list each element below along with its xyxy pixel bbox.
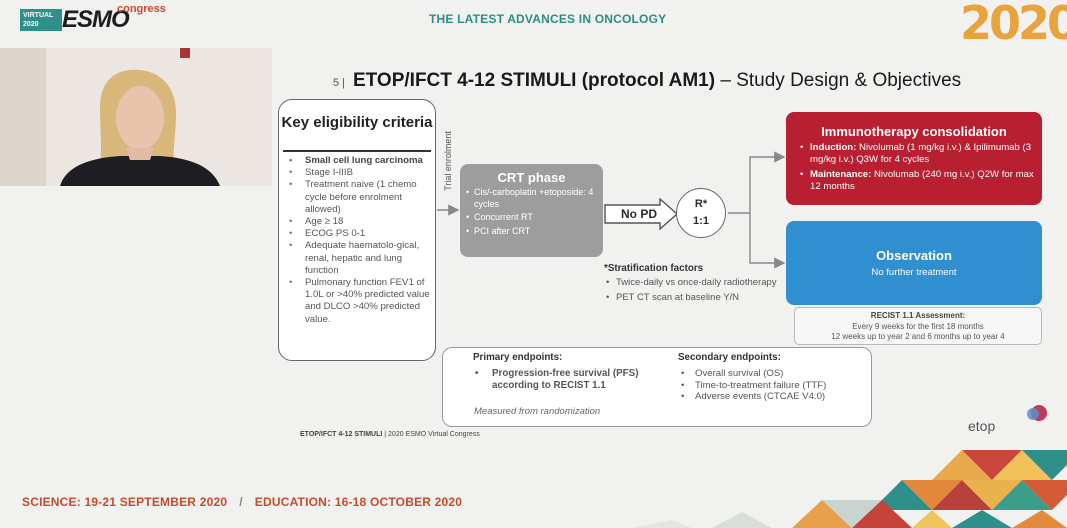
etop-wordmark: etop bbox=[968, 418, 996, 434]
maintenance-item: Maintenance: Nivolumab (240 mg i.v.) Q2W… bbox=[800, 169, 1036, 192]
secondary-endpoints-list: Overall survival (OS)Time-to-treatment f… bbox=[680, 368, 870, 403]
randomisation-ratio: 1:1 bbox=[693, 215, 709, 227]
crt-phase-box: CRT phase Cis/-carboplatin +etoposide: 4… bbox=[460, 164, 603, 257]
education-dates: EDUCATION: 16-18 OCTOBER 2020 bbox=[254, 495, 463, 509]
stratification-title: *Stratification factors bbox=[604, 263, 704, 274]
header-tagline: THE LATEST ADVANCES IN ONCOLOGY bbox=[429, 12, 667, 26]
dates-separator: / bbox=[239, 495, 243, 509]
immunotherapy-box: Immunotherapy consolidation Induction: N… bbox=[786, 112, 1042, 205]
crt-phase-item: Cis/-carboplatin +etoposide: 4 cycles bbox=[466, 187, 601, 210]
no-pd-label: No PD bbox=[621, 207, 657, 221]
secondary-endpoint-item: Time-to-treatment failure (TTF) bbox=[680, 380, 870, 392]
eligibility-list: Small cell lung carcinomaStage I-IIIBTre… bbox=[287, 155, 431, 326]
induction-item: Induction: Nivolumab (1 mg/kg i.v.) & Ip… bbox=[800, 142, 1036, 165]
eligibility-item: ECOG PS 0-1 bbox=[287, 228, 431, 240]
eligibility-item: Age ≥ 18 bbox=[287, 216, 431, 228]
observation-subtitle: No further treatment bbox=[871, 267, 957, 278]
randomisation-node: R* 1:1 bbox=[676, 188, 726, 238]
block-arrow-icon bbox=[604, 197, 679, 231]
presenter-video bbox=[0, 48, 272, 186]
eligibility-divider bbox=[283, 150, 431, 152]
immunotherapy-list: Induction: Nivolumab (1 mg/kg i.v.) & Ip… bbox=[800, 142, 1036, 196]
trial-enrolment-text: Trial enrolment bbox=[443, 131, 453, 191]
primary-endpoints-title: Primary endpoints: bbox=[473, 352, 563, 363]
slide-number: 5 | bbox=[333, 77, 346, 89]
recist-assessment-box: RECIST 1.1 Assessment: Every 9 weeks for… bbox=[794, 307, 1042, 345]
slide-title: ETOP/IFCT 4-12 STIMULI (protocol AM1) – … bbox=[353, 70, 961, 92]
crt-phase-item: Concurrent RT bbox=[466, 212, 601, 224]
esmo-logo: VIRTUAL 2020 ESMO bbox=[20, 6, 130, 33]
stratification-item: PET CT scan at baseline Y/N bbox=[604, 292, 784, 304]
logo-esmo-wordmark: ESMO bbox=[62, 6, 130, 33]
slide-title-rest: – Study Design & Objectives bbox=[715, 70, 962, 91]
maintenance-label: Maintenance: bbox=[810, 169, 872, 180]
slide-title-bold: ETOP/IFCT 4-12 STIMULI (protocol AM1) bbox=[353, 70, 716, 91]
randomisation-symbol: R* bbox=[694, 198, 708, 210]
primary-endpoints-list: Progression-free survival (PFS) accordin… bbox=[473, 368, 673, 392]
slide-footer-reference: ETOP/IFCT 4-12 STIMULI | 2020 ESMO Virtu… bbox=[300, 431, 480, 438]
no-pd-arrow: No PD bbox=[604, 197, 679, 231]
secondary-endpoint-item: Adverse events (CTCAE V4.0) bbox=[680, 391, 870, 403]
footer-ref-bold: ETOP/IFCT 4-12 STIMULI bbox=[300, 431, 383, 438]
secondary-endpoint-item: Overall survival (OS) bbox=[680, 368, 870, 380]
immunotherapy-title: Immunotherapy consolidation bbox=[821, 124, 1007, 139]
eligibility-item: Adequate haematolo-gical, renal, hepatic… bbox=[287, 240, 431, 277]
crt-phase-item: PCI after CRT bbox=[466, 226, 601, 238]
footer-ref-rest: | 2020 ESMO Virtual Congress bbox=[382, 431, 480, 438]
secondary-endpoints-title: Secondary endpoints: bbox=[678, 352, 781, 363]
etop-mark-icon bbox=[1027, 405, 1047, 421]
science-dates: SCIENCE: 19-21 SEPTEMBER 2020 bbox=[22, 495, 228, 509]
crt-phase-title: CRT phase bbox=[497, 170, 566, 185]
crt-phase-list: Cis/-carboplatin +etoposide: 4 cyclesCon… bbox=[466, 187, 601, 239]
induction-text: Nivolumab (1 mg/kg i.v.) & Ipilimumab (3… bbox=[810, 142, 1032, 165]
etop-logo: etop bbox=[968, 404, 1058, 434]
observation-box: Observation No further treatment bbox=[786, 221, 1042, 305]
year-badge: 2020 bbox=[960, 0, 1067, 50]
trial-enrolment-label: Trial enrolment bbox=[440, 118, 456, 214]
recist-line-1: Every 9 weeks for the first 18 months bbox=[852, 322, 984, 331]
decorative-mosaic-icon bbox=[632, 450, 1067, 528]
stratification-item: Twice-daily vs once-daily radiotherapy bbox=[604, 277, 784, 289]
logo-congress-label: congress bbox=[117, 3, 166, 15]
endpoints-box: Primary endpoints: Progression-free surv… bbox=[442, 347, 872, 427]
maintenance-text: Nivolumab (240 mg i.v.) Q2W for max 12 m… bbox=[810, 169, 1034, 192]
recist-title: RECIST 1.1 Assessment: bbox=[870, 311, 966, 320]
recist-line-2: 12 weeks up to year 2 and 6 months up to… bbox=[831, 332, 1005, 341]
eligibility-item: Pulmonary function FEV1 of 1.0L or >40% … bbox=[287, 277, 431, 326]
stratification-list: Twice-daily vs once-daily radiotherapyPE… bbox=[604, 277, 784, 306]
arrow-to-observation bbox=[749, 213, 786, 269]
eligibility-item: Treatment naive (1 chemo cycle before en… bbox=[287, 179, 431, 216]
observation-title: Observation bbox=[876, 248, 952, 263]
primary-endpoints-note: Measured from randomization bbox=[474, 406, 601, 417]
eligibility-item: Stage I-IIIB bbox=[287, 167, 431, 179]
arrow-to-immunotherapy bbox=[728, 151, 786, 214]
eligibility-criteria-box: Key eligibility criteria Small cell lung… bbox=[278, 99, 436, 361]
primary-endpoint-item: Progression-free survival (PFS) accordin… bbox=[473, 368, 673, 392]
bottom-dates-bar: SCIENCE: 19-21 SEPTEMBER 2020 / EDUCATION:… bbox=[22, 495, 462, 509]
eligibility-item: Small cell lung carcinoma bbox=[287, 155, 431, 167]
presenter-silhouette-icon bbox=[0, 48, 272, 186]
induction-label: Induction: bbox=[810, 142, 857, 153]
logo-virtual-label: VIRTUAL 2020 bbox=[20, 9, 62, 31]
eligibility-title: Key eligibility criteria bbox=[281, 114, 433, 131]
